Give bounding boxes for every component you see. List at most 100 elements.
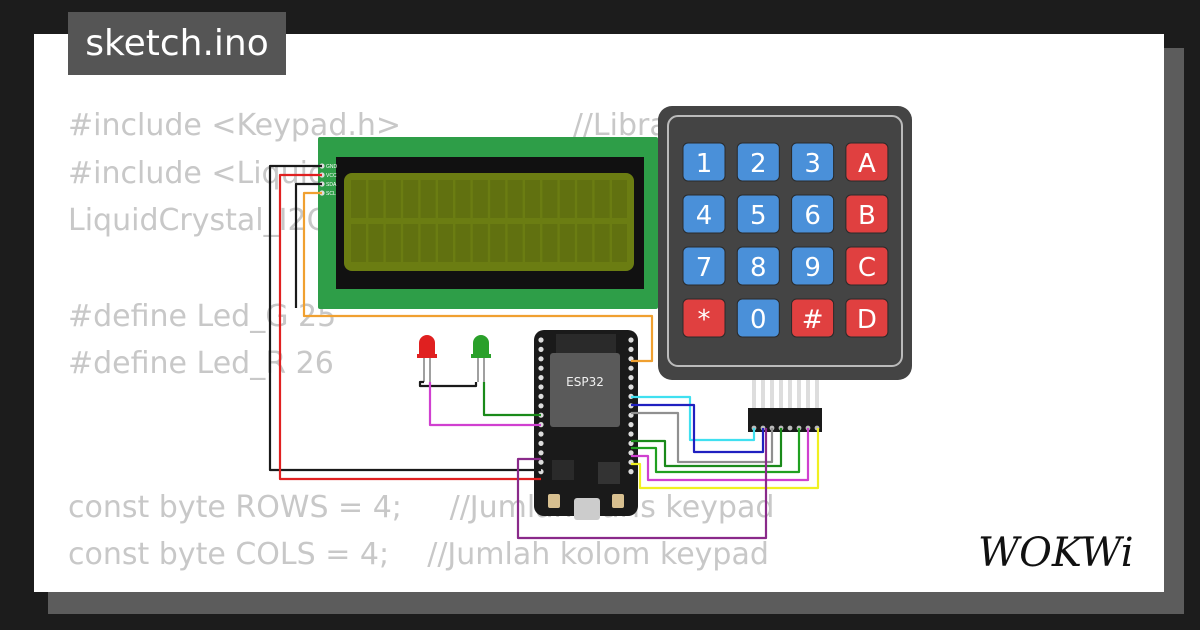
wire <box>631 428 810 482</box>
wire <box>278 173 541 481</box>
keypad-key-face <box>682 194 726 234</box>
keypad-key-face <box>682 246 726 286</box>
lcd-cell <box>472 224 488 262</box>
wokwi-logo: WOKWi <box>978 528 1158 583</box>
keypad-key[interactable]: 1 <box>682 142 726 182</box>
keypad-key-label: 0 <box>750 305 767 335</box>
esp32-pin <box>538 393 544 399</box>
keypad-key[interactable]: C <box>845 246 889 286</box>
lcd-cell <box>594 180 610 218</box>
esp32-chip-label: ESP32 <box>566 375 604 389</box>
lcd-cell <box>351 224 366 262</box>
lcd-cell <box>577 224 593 262</box>
ribbon-trace <box>770 380 774 410</box>
ribbon-trace <box>761 380 765 410</box>
keypad-key-label: 6 <box>804 201 821 231</box>
keypad-key-label: 2 <box>750 149 767 179</box>
esp32-reset-button[interactable] <box>612 494 624 508</box>
wire <box>482 382 541 417</box>
wire <box>631 428 820 490</box>
keypad-key[interactable]: 7 <box>682 246 726 286</box>
code-line: #define Led_R 26 <box>68 346 334 382</box>
keypad-key-label: 8 <box>750 253 767 283</box>
lcd-cell <box>420 224 436 262</box>
led-rim <box>417 354 437 358</box>
keypad-key-label: 3 <box>804 149 821 179</box>
lcd-cell <box>612 180 627 218</box>
keypad-key[interactable]: 8 <box>736 246 780 286</box>
lcd-cell <box>455 224 471 262</box>
ribbon-trace <box>815 380 819 410</box>
wire <box>418 380 478 388</box>
esp32-pin <box>628 422 634 428</box>
led-body <box>473 335 489 356</box>
keypad-key-face <box>791 246 835 286</box>
led-body <box>419 335 435 356</box>
wire <box>268 164 541 472</box>
ribbon-trace <box>806 380 810 410</box>
keypad-key[interactable]: 9 <box>791 246 835 286</box>
esp32-pin <box>538 459 544 465</box>
lcd-cell <box>351 180 366 218</box>
lcd-cell <box>490 180 506 218</box>
lcd-cell <box>507 224 523 262</box>
esp32-pin <box>628 337 634 343</box>
keypad-key[interactable]: D <box>845 298 889 338</box>
led-rim <box>471 354 491 358</box>
wire <box>302 191 654 363</box>
esp32-pin <box>628 469 634 475</box>
led-green[interactable] <box>471 335 491 382</box>
keypad-key-label: # <box>802 305 824 335</box>
esp32-pin <box>538 384 544 390</box>
lcd-cell <box>368 224 384 262</box>
esp32-pin <box>538 375 544 381</box>
led-red[interactable] <box>417 335 437 382</box>
lcd-cell <box>542 224 558 262</box>
keypad-key[interactable]: 4 <box>682 194 726 234</box>
lcd-cell <box>559 180 575 218</box>
lcd-cell <box>525 224 540 262</box>
lcd-cell <box>385 180 401 218</box>
keypad-key[interactable]: 2 <box>736 142 780 182</box>
esp32-pin <box>628 450 634 456</box>
keypad-key-face <box>682 142 726 182</box>
esp32-usb-chip <box>598 462 620 484</box>
wokwi-logo-text: WOKWi <box>978 530 1134 576</box>
keypad-key-label: D <box>857 305 877 335</box>
keypad-key[interactable]: 3 <box>791 142 835 182</box>
keypad-key-label: C <box>858 253 876 283</box>
esp32-pin <box>628 384 634 390</box>
keypad-key-face <box>736 142 780 182</box>
keypad-key[interactable]: # <box>791 298 835 338</box>
esp32-pin <box>538 431 544 437</box>
ribbon-trace <box>779 380 783 410</box>
lcd-cell <box>403 224 419 262</box>
lcd-cell <box>490 224 506 262</box>
lcd-cell <box>594 224 610 262</box>
keypad-key-label: 4 <box>696 201 713 231</box>
ribbon-header <box>748 408 822 432</box>
keypad-key[interactable]: 0 <box>736 298 780 338</box>
keypad-key[interactable]: 6 <box>791 194 835 234</box>
keypad-key-face <box>845 194 889 234</box>
esp32-pin <box>538 337 544 343</box>
keypad-ribbon <box>748 380 822 432</box>
esp32-board[interactable]: ESP32 <box>534 330 638 520</box>
keypad-key[interactable]: A <box>845 142 889 182</box>
wire <box>631 411 774 464</box>
led-group[interactable] <box>417 335 491 382</box>
lcd-cell <box>612 224 627 262</box>
lcd-cell <box>559 224 575 262</box>
keypad-key[interactable]: * <box>682 298 726 338</box>
wire <box>294 182 322 308</box>
keypad-key[interactable]: 5 <box>736 194 780 234</box>
lcd-cell <box>403 180 419 218</box>
wires <box>268 164 820 540</box>
esp32-boot-button[interactable] <box>548 494 560 508</box>
wire <box>428 382 541 427</box>
keypad-key[interactable]: B <box>845 194 889 234</box>
